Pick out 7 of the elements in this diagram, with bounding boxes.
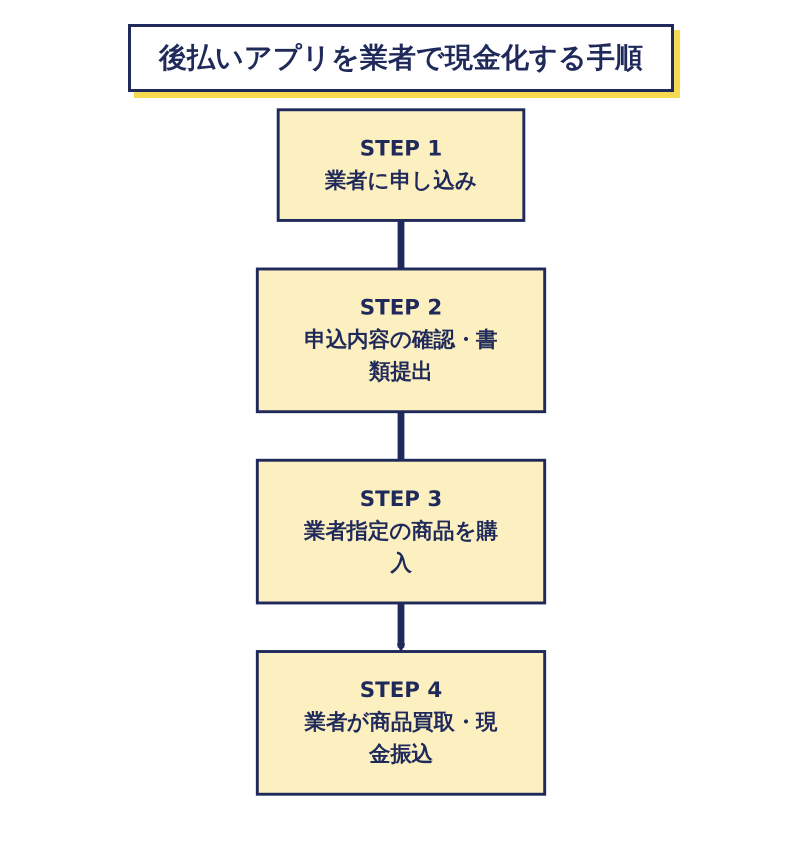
- node-box: STEP 2 申込内容の確認・書類提出: [256, 268, 546, 414]
- node-box: STEP 4 業者が商品買取・現金振込: [256, 650, 546, 796]
- node-box: STEP 1 業者に申し込み: [276, 108, 526, 222]
- node-box: STEP 3 業者指定の商品を購入: [256, 458, 546, 604]
- connector: [398, 412, 404, 460]
- connector: [398, 220, 404, 269]
- arrow: [396, 602, 406, 652]
